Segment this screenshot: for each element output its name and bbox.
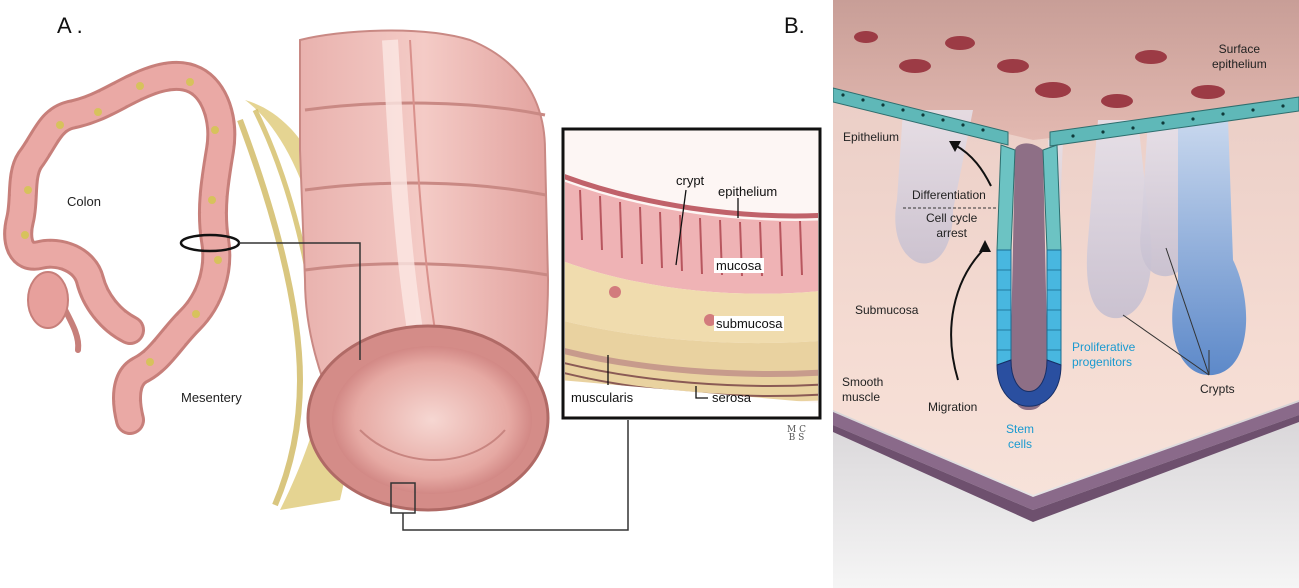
- colon-anatomy-illustration: [0, 0, 830, 588]
- label-migration: Migration: [928, 400, 977, 414]
- label-colon: Colon: [67, 194, 101, 209]
- label-smooth-muscle-2: muscle: [842, 390, 883, 405]
- label-cell-cycle-arrest-1: Cell cycle: [926, 211, 977, 226]
- label-stem-cells-1: Stem: [1006, 422, 1034, 437]
- mcbs-logo: M C B S: [787, 426, 806, 442]
- label-smooth-muscle: Smooth muscle: [842, 375, 883, 405]
- label-proliferative-2: progenitors: [1072, 355, 1135, 370]
- label-differentiation: Differentiation: [912, 188, 986, 202]
- colon-lumen-opening: [308, 326, 548, 510]
- label-stem-cells: Stem cells: [1006, 422, 1034, 452]
- label-stem-cells-2: cells: [1006, 437, 1034, 452]
- crypt-diagram: [833, 0, 1299, 588]
- label-epithelium-b: Epithelium: [843, 130, 899, 144]
- panel-b-letter: B.: [784, 13, 805, 39]
- label-proliferative-progenitors: Proliferative progenitors: [1072, 340, 1135, 370]
- label-smooth-muscle-1: Smooth: [842, 375, 883, 390]
- label-surface-epithelium-2: epithelium: [1212, 57, 1267, 72]
- label-cell-cycle-arrest-2: arrest: [926, 226, 977, 241]
- label-crypts: Crypts: [1200, 382, 1235, 396]
- label-mucosa: mucosa: [714, 258, 764, 273]
- label-serosa: serosa: [712, 390, 751, 405]
- label-muscularis: muscularis: [569, 390, 635, 405]
- label-proliferative-1: Proliferative: [1072, 340, 1135, 355]
- label-submucosa: submucosa: [714, 316, 784, 331]
- cecum-shape: [28, 272, 68, 328]
- label-surface-epithelium: Surface epithelium: [1212, 42, 1267, 72]
- label-surface-epithelium-1: Surface: [1212, 42, 1267, 57]
- logo-line-2: B S: [787, 434, 806, 442]
- label-epithelium: epithelium: [718, 184, 777, 199]
- label-cell-cycle-arrest: Cell cycle arrest: [926, 211, 977, 241]
- label-crypt: crypt: [676, 173, 704, 188]
- crypt-lumen: [1011, 143, 1048, 410]
- label-submucosa-b: Submucosa: [855, 303, 918, 317]
- label-mesentery: Mesentery: [181, 390, 242, 405]
